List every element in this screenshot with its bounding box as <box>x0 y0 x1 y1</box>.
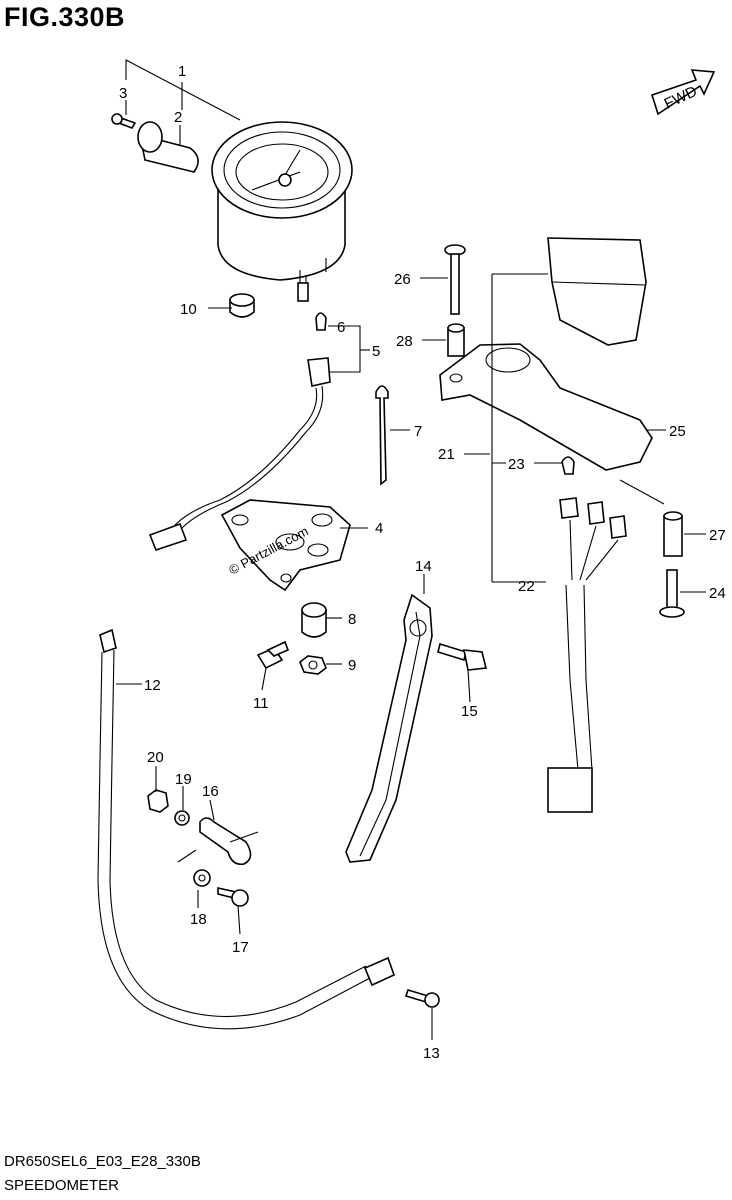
callout-13: 13 <box>423 1045 440 1062</box>
cable-tie-7 <box>375 385 389 486</box>
footer-code: DR650SEL6_E03_E28_330B <box>4 1153 201 1170</box>
callout-3: 3 <box>119 85 127 102</box>
collar-27 <box>663 511 683 557</box>
footer-name: SPEEDOMETER <box>4 1177 120 1194</box>
bolt-11 <box>256 640 290 670</box>
callout-6: 6 <box>337 319 345 336</box>
bolt-17 <box>217 887 249 907</box>
bolt-15 <box>437 642 487 671</box>
screw-13 <box>404 989 440 1008</box>
callout-16: 16 <box>202 783 219 800</box>
callout-19: 19 <box>175 771 192 788</box>
grommet-10 <box>229 293 255 318</box>
bracket-14 <box>345 593 433 863</box>
callout-1: 1 <box>178 63 186 80</box>
callout-25: 25 <box>669 423 686 440</box>
fwd-arrow: FWD <box>651 69 716 116</box>
callout-28: 28 <box>396 333 413 350</box>
harness-22 <box>547 497 627 813</box>
socket-cord-5 <box>148 357 331 551</box>
callout-20: 20 <box>147 749 164 766</box>
indicator-panel-25 <box>439 237 653 471</box>
callout-22: 22 <box>518 578 535 595</box>
callout-2: 2 <box>174 109 182 126</box>
screw-3 <box>111 113 137 129</box>
bulb-6 <box>315 312 327 331</box>
callout-7: 7 <box>414 423 422 440</box>
callout-18: 18 <box>190 911 207 928</box>
nut-9 <box>299 655 327 675</box>
trip-knob <box>137 121 199 173</box>
leader-lines <box>116 59 706 1040</box>
grommet-8 <box>301 602 327 638</box>
callout-11: 11 <box>253 695 269 712</box>
callout-9: 9 <box>348 657 356 674</box>
callout-10: 10 <box>180 301 197 318</box>
bracket-4 <box>220 499 351 592</box>
figure-title: FIG.330B <box>4 2 126 32</box>
callout-24: 24 <box>709 585 726 602</box>
callout-15: 15 <box>461 703 478 720</box>
callout-4: 4 <box>375 520 383 537</box>
callout-8: 8 <box>348 611 356 628</box>
screw-26 <box>444 244 466 315</box>
speedometer-cable-12 <box>97 628 395 1030</box>
callout-23: 23 <box>508 456 525 473</box>
washer-18 <box>193 869 211 887</box>
callout-5: 5 <box>372 343 380 360</box>
collar-28 <box>447 323 465 357</box>
nut-20 <box>147 789 169 813</box>
callout-21: 21 <box>438 446 455 463</box>
callout-14: 14 <box>415 558 432 575</box>
callout-26: 26 <box>394 271 411 288</box>
speedometer-assembly <box>211 121 353 302</box>
callouts: 1 2 3 4 5 6 7 8 9 10 11 12 13 14 15 16 1… <box>119 63 726 1062</box>
bolt-24 <box>659 569 685 618</box>
clamp-16 <box>199 817 252 866</box>
callout-12: 12 <box>144 677 161 694</box>
callout-27: 27 <box>709 527 726 544</box>
callout-17: 17 <box>232 939 249 956</box>
washer-19 <box>174 810 190 826</box>
bulb-23 <box>561 456 575 475</box>
